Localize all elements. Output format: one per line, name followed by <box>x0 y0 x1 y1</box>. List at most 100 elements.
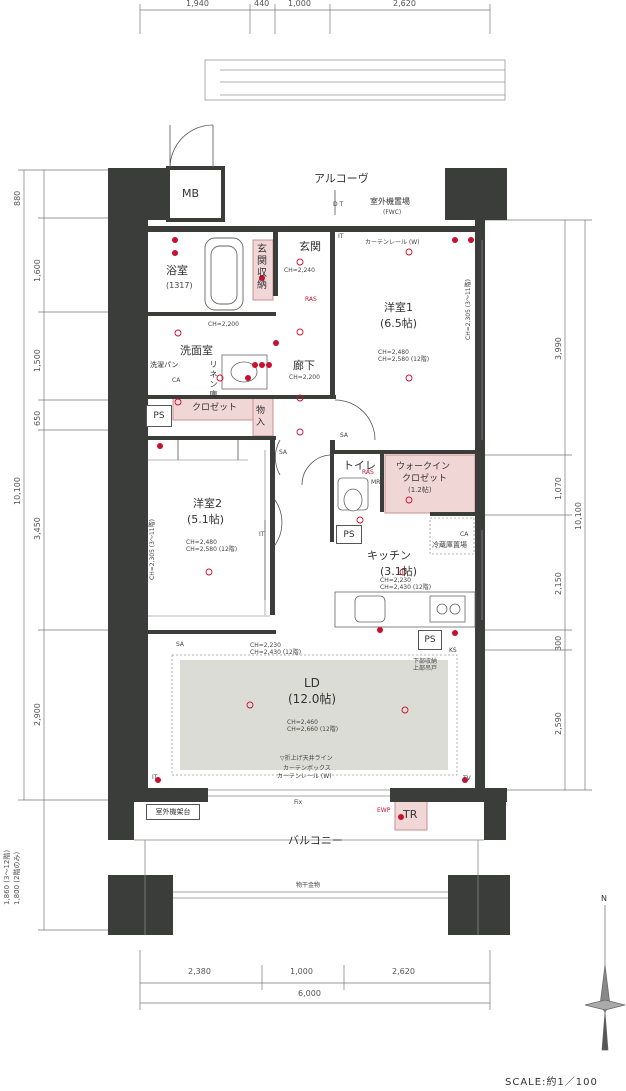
walkin-label-2: クロゼット <box>402 474 448 484</box>
dim-right-5: 2,590 <box>554 712 563 735</box>
balcony-railing <box>134 839 484 935</box>
ewp-marker: EWP <box>377 807 391 814</box>
washbasin <box>221 354 268 390</box>
western1-size: (6.5帖) <box>380 317 418 330</box>
scale-label: SCALE:約1／100 <box>505 1077 598 1088</box>
it-marker-2: IT <box>259 531 265 538</box>
right-dimension-lines <box>480 219 592 791</box>
kitchen-counter <box>334 591 476 628</box>
western1-label: 洋室1 <box>384 301 413 314</box>
hallway-label: 廊下 <box>293 359 315 372</box>
light-fixtures <box>174 248 413 714</box>
bath-label: 浴室 <box>166 264 188 277</box>
left-dimension-lines <box>18 169 110 931</box>
dim-left-1: 880 <box>13 190 22 206</box>
ca-marker-1: CA <box>172 377 181 384</box>
bath-size: (1317) <box>166 281 193 290</box>
dim-right-2: 1,070 <box>554 477 563 500</box>
ras-marker-2: RAS <box>362 469 374 476</box>
storage-label: 物入 <box>256 406 266 428</box>
outdoor-stand-box: 室外機架台 <box>146 804 200 820</box>
dim-left-2: 1,600 <box>33 259 42 282</box>
it-marker-3: IT <box>152 774 158 781</box>
walls <box>108 166 510 935</box>
fwc-label: (FWC) <box>383 209 402 216</box>
windows <box>208 240 483 797</box>
kitchen-ch1: CH=2,230 <box>380 577 411 584</box>
ks-marker: KS <box>449 647 457 654</box>
western2-ch1: CH=2,480 <box>186 539 217 546</box>
genkan-storage-label: 玄関収納 <box>257 244 267 291</box>
ld-ch1: CH=2,460 <box>287 719 318 726</box>
dim-right-3: 2,150 <box>554 572 563 595</box>
ld-top-ch2: CH=2,430 (12階) <box>250 649 302 656</box>
dim-left-4: 650 <box>33 410 42 426</box>
alcove-label: アルコーヴ <box>314 172 369 185</box>
compass-north: N <box>601 894 607 903</box>
ld-ch2: CH=2,660 (12階) <box>287 726 339 733</box>
sa-marker-3: SA <box>176 641 185 648</box>
upper-storage-1: 下部収納 <box>413 658 438 665</box>
sa-marker-1: SA <box>340 432 349 439</box>
dim-top-4: 2,620 <box>393 0 416 8</box>
western2-size: (5.1帖) <box>187 513 225 526</box>
washer-pan-label: 洗濯パン <box>150 361 179 369</box>
hallway-ch: CH=2,200 <box>289 374 320 381</box>
upper-corridor-rail <box>204 59 506 101</box>
upper-storage-2: 上部吊戸 <box>413 665 438 672</box>
dim-right-4: 300 <box>554 635 563 651</box>
compass-rose <box>584 905 626 1051</box>
ld-label: LD <box>304 676 320 690</box>
dim-bottom-1: 2,380 <box>188 967 211 976</box>
tv-marker: TV <box>463 775 471 782</box>
mr-marker: MR <box>371 479 381 486</box>
dim-left-balcony: 1,860 (3〜12階) 1,800 (2階のみ) <box>3 849 21 905</box>
curtain-box-label: カーテンボックス <box>283 765 331 772</box>
kitchen-label: キッチン <box>367 549 411 562</box>
western2-ch2: CH=2,580 (12階) <box>186 546 238 553</box>
bottom-dimension-lines <box>139 950 491 1010</box>
genkan-label: 玄関 <box>299 240 321 253</box>
dim-bottom-total: 6,000 <box>298 989 321 998</box>
ld-ceiling-area <box>180 660 448 770</box>
dt-marker: D T <box>333 201 344 208</box>
electrical-markers <box>155 237 474 820</box>
kitchen-ch2: CH=2,430 (12階) <box>380 584 432 591</box>
dim-bottom-3: 2,620 <box>392 967 415 976</box>
washroom-ch: CH=2,200 <box>208 321 239 328</box>
dim-top-1: 1,940 <box>186 0 209 8</box>
curtain-rail-western1: カーテンレール (W) <box>365 239 420 246</box>
ld-size: (12.0帖) <box>288 692 337 706</box>
dim-left-6: 2,900 <box>33 703 42 726</box>
fix-label: Fix <box>294 799 303 806</box>
ps-box-3: PS <box>418 630 442 650</box>
ps-box-1: PS <box>146 405 172 427</box>
western1-ch2: CH=2,580 (12階) <box>378 356 430 363</box>
ras-marker: RAS <box>305 296 317 303</box>
genkan-ch: CH=2,240 <box>284 267 315 274</box>
dim-top-3: 1,000 <box>288 0 311 8</box>
dim-bottom-2: 1,000 <box>290 967 313 976</box>
walkin-label-1: ウォークイン <box>396 462 451 472</box>
washroom-label: 洗面室 <box>180 344 213 357</box>
western2-label: 洋室2 <box>193 497 222 510</box>
closet-lines <box>148 450 270 617</box>
dim-left-3: 1,500 <box>33 349 42 372</box>
drying-rack-label: 物干金物 <box>296 882 321 889</box>
closet-label: クロゼット <box>192 403 238 413</box>
ld-top-ch1: CH=2,230 <box>250 642 281 649</box>
balcony-label: バルコニー <box>288 834 343 847</box>
curtain-rail-ld: カーテンレール (W) <box>277 773 332 780</box>
ceiling-line-label: ▽折上げ天井ライン <box>280 755 333 762</box>
sa-marker-2: SA <box>279 449 288 456</box>
fridge-area <box>429 517 475 555</box>
dim-right-total: 10,100 <box>574 502 583 530</box>
toilet-fixture <box>337 477 369 512</box>
kitchen-size: (3.1帖) <box>380 565 418 578</box>
linen-label: リネン庫 <box>209 360 218 399</box>
outdoor-unit-label: 室外機置場 <box>370 197 410 206</box>
dim-left-total: 10,100 <box>13 477 22 505</box>
top-dimension-lines <box>139 4 491 34</box>
dim-right-1: 3,990 <box>554 337 563 360</box>
